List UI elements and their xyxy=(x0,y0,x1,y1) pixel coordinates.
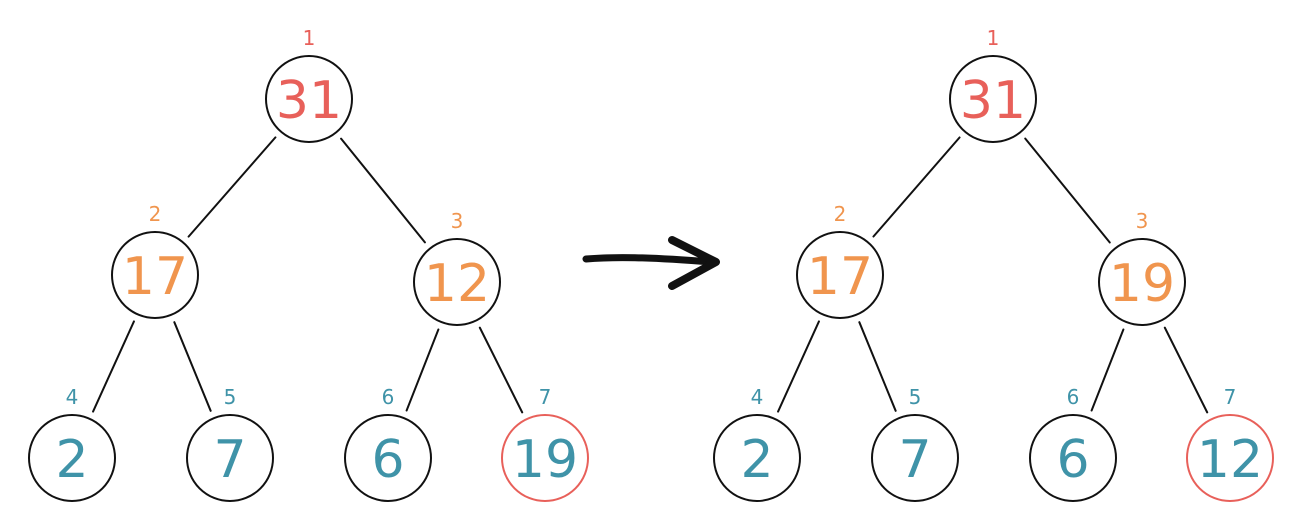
before-node-4-value: 2 xyxy=(55,430,88,490)
after-node-3-value: 19 xyxy=(1109,254,1175,314)
after-node-6: 66 xyxy=(1029,385,1117,502)
before-node-2-circle xyxy=(111,231,199,319)
after-node-7: 12 7 xyxy=(1186,385,1274,502)
after-node-5-value: 7 xyxy=(898,430,931,490)
before-node-4-circle xyxy=(28,414,116,502)
before-node-3: 12 3 xyxy=(413,209,501,326)
after-node-1-index: 1 xyxy=(987,26,1000,50)
after-node-1-value: 31 xyxy=(960,71,1026,131)
before-node-2-index: 2 xyxy=(149,202,162,226)
before-node-1: 31 1 xyxy=(265,26,353,143)
after-node-2: 17 2 xyxy=(796,202,884,319)
before-node-1-index: 1 xyxy=(303,26,316,50)
before-node-7-index: 7 xyxy=(539,385,552,409)
after-edge-3-6 xyxy=(1090,328,1125,412)
before-edge-2-5 xyxy=(173,321,212,412)
after-node-2-circle xyxy=(796,231,884,319)
after-node-4: 24 xyxy=(713,385,801,502)
before-edge-2-4 xyxy=(92,320,135,413)
before-node-7-value: 19 xyxy=(512,430,578,490)
after-node-4-circle xyxy=(713,414,801,502)
before-edge-3-6 xyxy=(405,328,440,412)
after-node-1-circle xyxy=(949,55,1037,143)
before-node-3-value: 12 xyxy=(424,254,490,314)
after-node-3-index: 3 xyxy=(1136,209,1149,233)
after-node-6-index: 6 xyxy=(1067,385,1080,409)
before-node-3-index: 3 xyxy=(451,209,464,233)
before-node-4: 24 xyxy=(28,385,116,502)
before-node-6-value: 6 xyxy=(371,430,404,490)
before-node-7-circle xyxy=(501,414,589,502)
after-node-6-circle xyxy=(1029,414,1117,502)
after-edge-2-4 xyxy=(777,320,820,413)
before-node-5-circle xyxy=(186,414,274,502)
after-node-4-index: 4 xyxy=(751,385,764,409)
after-node-7-circle xyxy=(1186,414,1274,502)
before-node-6-circle xyxy=(344,414,432,502)
after-node-7-index: 7 xyxy=(1224,385,1237,409)
after-edge-3-7 xyxy=(1163,326,1209,414)
after-node-7-value: 12 xyxy=(1197,430,1263,490)
after-node-2-value: 17 xyxy=(807,247,873,307)
before-node-6-index: 6 xyxy=(382,385,395,409)
after-edge-2-5 xyxy=(858,321,897,412)
before-node-5-value: 7 xyxy=(213,430,246,490)
before-node-5: 75 xyxy=(186,385,274,502)
after-node-5-index: 5 xyxy=(909,385,922,409)
after-node-4-value: 2 xyxy=(740,430,773,490)
before-edge-1-2 xyxy=(187,136,277,238)
before-node-5-index: 5 xyxy=(224,385,237,409)
before-node-2-value: 17 xyxy=(122,247,188,307)
after-node-5-circle xyxy=(871,414,959,502)
after-node-1: 31 1 xyxy=(949,26,1037,143)
after-edge-1-3 xyxy=(1024,137,1111,244)
after-edge-1-2 xyxy=(872,136,961,238)
before-node-1-value: 31 xyxy=(276,71,342,131)
before-node-7: 19 7 xyxy=(501,385,589,502)
after-node-3: 19 3 xyxy=(1098,209,1186,326)
before-node-6: 66 xyxy=(344,385,432,502)
after-node-3-circle xyxy=(1098,238,1186,326)
after-node-2-index: 2 xyxy=(834,202,847,226)
before-edge-1-3 xyxy=(340,137,426,244)
before-edge-3-7 xyxy=(478,326,524,414)
before-node-2: 17 2 xyxy=(111,202,199,319)
before-node-4-index: 4 xyxy=(66,385,79,409)
after-node-5: 75 xyxy=(871,385,959,502)
before-node-3-circle xyxy=(413,238,501,326)
after-node-6-value: 6 xyxy=(1056,430,1089,490)
right-arrow-icon xyxy=(582,236,720,290)
before-node-1-circle xyxy=(265,55,353,143)
